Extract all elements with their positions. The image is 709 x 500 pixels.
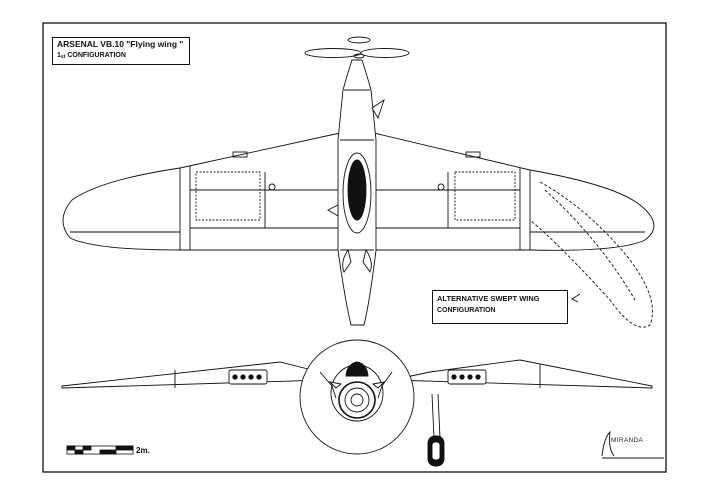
- left-vents: [228, 369, 268, 385]
- title-configuration: CONFIGURATION: [67, 52, 126, 59]
- landing-gear: [427, 393, 445, 467]
- page-frame: [42, 22, 667, 473]
- right-wing: [373, 132, 655, 251]
- front-right-wing: [391, 359, 653, 389]
- title-ordinal-suffix: st: [60, 54, 66, 60]
- signature-mark: [601, 430, 664, 459]
- drawing-title-box: ARSENAL VB.10 "Flying wing " 1st CONFIGU…: [52, 37, 190, 65]
- title-line-1: ARSENAL VB.10 "Flying wing ": [57, 39, 184, 49]
- signature-text: MIRANDA: [611, 437, 644, 444]
- left-wing: [62, 132, 341, 251]
- alt-label-line-1: ALTERNATIVE SWEPT WING: [437, 294, 540, 303]
- front-canopy: [345, 361, 369, 377]
- scale-label: 2m.: [136, 446, 150, 455]
- front-left-wing: [61, 361, 326, 389]
- right-vents: [447, 369, 487, 385]
- propeller: [304, 36, 410, 59]
- scale-bar: [66, 445, 134, 455]
- title-line-2: 1st CONFIGURATION: [57, 50, 185, 63]
- title-ordinal: 1: [57, 52, 61, 59]
- alt-label-line-2: CONFIGURATION: [437, 307, 496, 314]
- alt-swept-wing-outline: [529, 181, 653, 328]
- top-view: [62, 36, 655, 328]
- front-view: [61, 339, 653, 467]
- alternative-wing-label-box: ALTERNATIVE SWEPT WING CONFIGURATION: [432, 290, 568, 324]
